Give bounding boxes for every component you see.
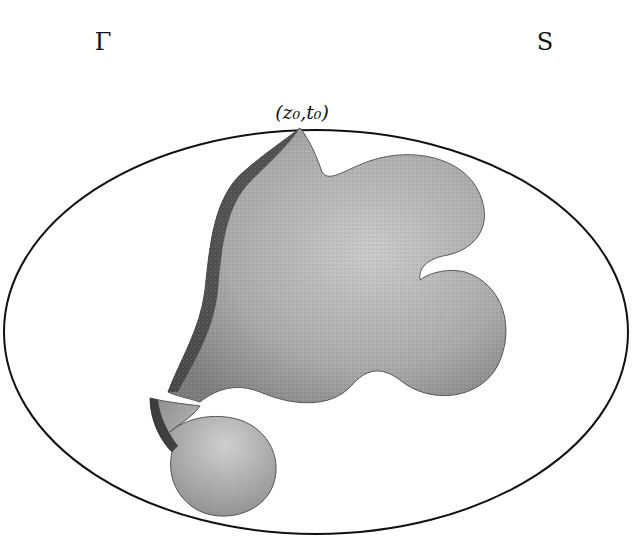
region-symbol: Γ <box>95 29 112 55</box>
surface-symbol: S <box>537 29 553 55</box>
main-region <box>168 128 506 403</box>
small-region <box>150 398 276 516</box>
shadow-edge <box>150 398 178 452</box>
point-label: (z₀,t₀) <box>275 102 329 123</box>
texture <box>168 128 506 403</box>
